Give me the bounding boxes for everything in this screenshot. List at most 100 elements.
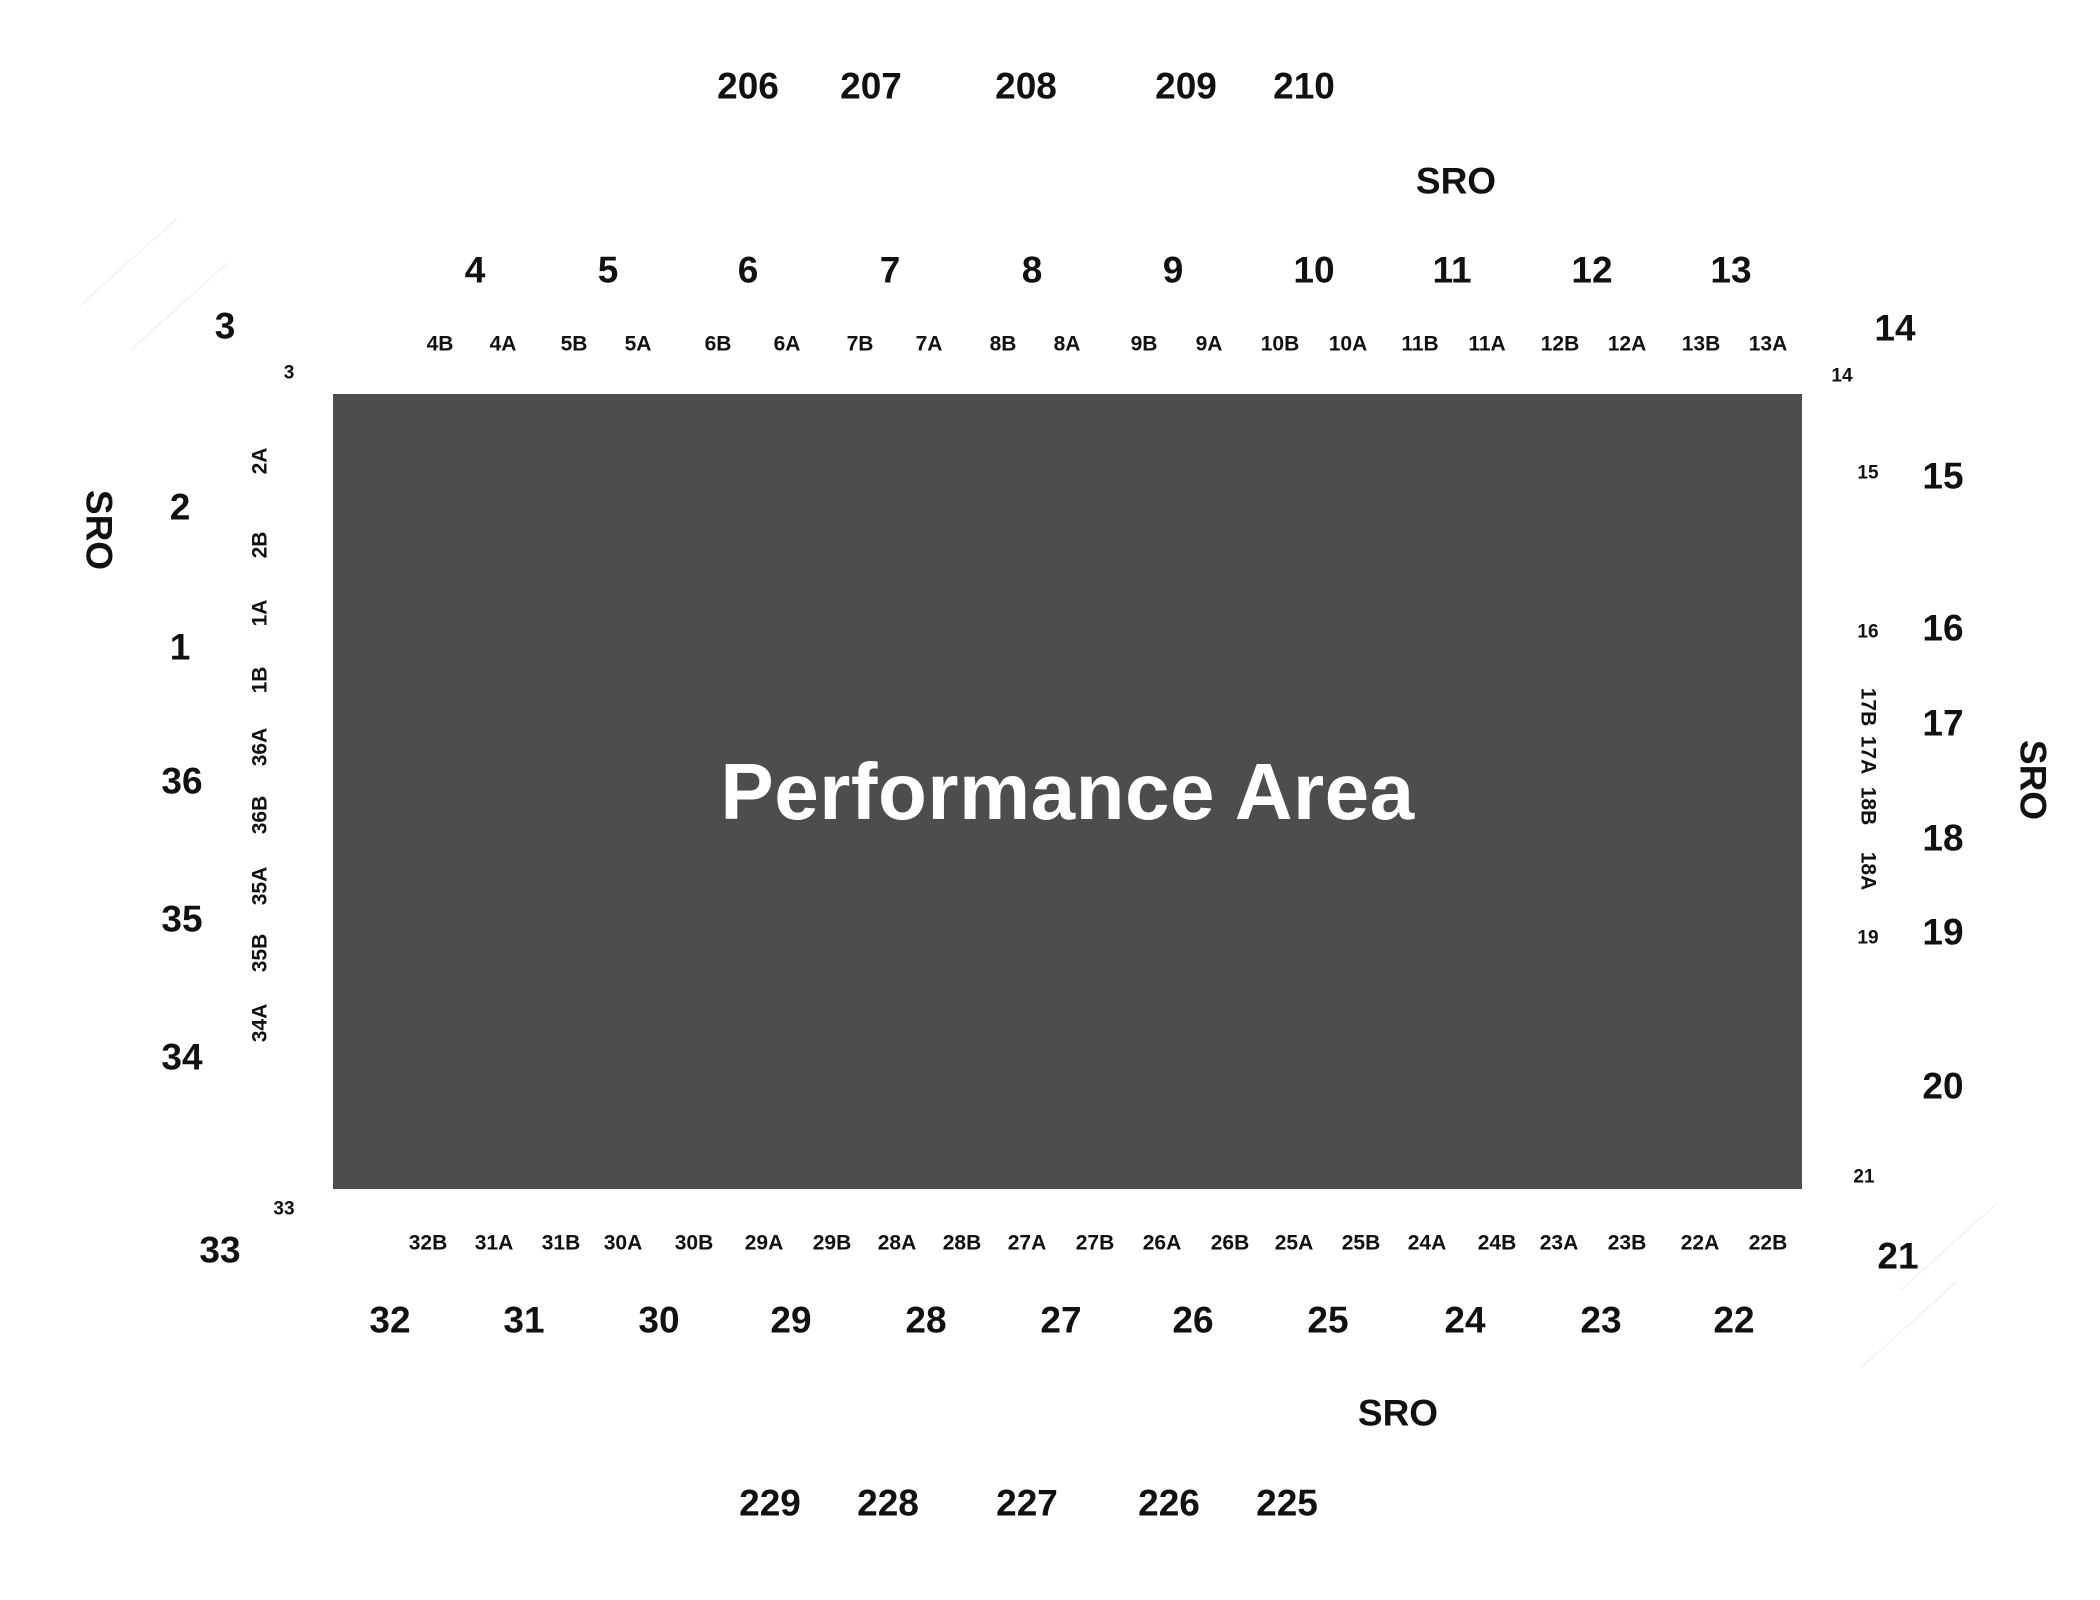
row-label-left[interactable]: 36B [248,795,272,835]
row-label-right[interactable]: 17A [1856,735,1880,775]
row-label-top[interactable]: 8B [989,332,1017,356]
section-top[interactable]: 9 [1162,249,1184,291]
upper-section-bottom[interactable]: 227 [996,1482,1058,1524]
row-label-left[interactable]: 35B [248,933,272,973]
row-corner-top-right[interactable]: 14 [1831,365,1853,387]
row-label-top[interactable]: 4B [426,332,454,356]
section-bottom[interactable]: 30 [638,1299,680,1341]
upper-section-top[interactable]: 206 [717,65,779,107]
row-label-right[interactable]: 16 [1857,621,1879,643]
row-label-left[interactable]: 2B [248,531,272,559]
section-bottom[interactable]: 25 [1307,1299,1349,1341]
row-label-bottom[interactable]: 24A [1407,1231,1447,1255]
section-right[interactable]: 17 [1922,702,1964,744]
row-label-top[interactable]: 6B [704,332,732,356]
section-top[interactable]: 6 [737,249,759,291]
row-label-bottom[interactable]: 22B [1748,1231,1788,1255]
row-corner-top-left[interactable]: 3 [283,362,295,384]
row-label-top[interactable]: 13B [1681,332,1721,356]
section-bottom[interactable]: 24 [1444,1299,1486,1341]
row-label-bottom[interactable]: 27B [1075,1231,1115,1255]
row-label-bottom[interactable]: 22A [1680,1231,1720,1255]
section-bottom[interactable]: 28 [905,1299,947,1341]
row-label-left[interactable]: 35A [248,866,272,906]
row-label-left[interactable]: 36A [248,727,272,767]
section-bottom[interactable]: 31 [503,1299,545,1341]
row-label-bottom[interactable]: 29B [812,1231,852,1255]
section-left[interactable]: 35 [161,898,203,940]
row-label-bottom[interactable]: 28A [877,1231,917,1255]
row-label-top[interactable]: 6A [773,332,801,356]
section-corner-top-left[interactable]: 3 [214,305,236,347]
section-top[interactable]: 4 [464,249,486,291]
section-corner-bottom-right[interactable]: 21 [1877,1235,1919,1277]
row-label-right[interactable]: 17B [1856,687,1880,727]
row-label-top[interactable]: 12A [1607,332,1647,356]
row-label-bottom[interactable]: 25A [1274,1231,1314,1255]
row-label-bottom[interactable]: 23A [1539,1231,1579,1255]
row-label-bottom[interactable]: 28B [942,1231,982,1255]
row-label-top[interactable]: 7B [846,332,874,356]
section-right[interactable]: 16 [1922,607,1964,649]
row-label-bottom[interactable]: 27A [1007,1231,1047,1255]
upper-section-top[interactable]: 209 [1155,65,1217,107]
row-label-top[interactable]: 4A [489,332,517,356]
row-label-left[interactable]: 34A [248,1003,272,1043]
section-right[interactable]: 18 [1922,817,1964,859]
section-left[interactable]: 34 [161,1036,203,1078]
section-top[interactable]: 11 [1432,249,1472,291]
section-top[interactable]: 13 [1710,249,1752,291]
upper-section-top[interactable]: 210 [1273,65,1335,107]
section-bottom[interactable]: 32 [369,1299,411,1341]
row-label-top[interactable]: 13A [1748,332,1788,356]
row-label-top[interactable]: 7A [915,332,943,356]
section-top[interactable]: 12 [1571,249,1613,291]
row-label-top[interactable]: 5B [560,332,588,356]
row-label-bottom[interactable]: 30A [603,1231,643,1255]
section-bottom[interactable]: 29 [770,1299,812,1341]
section-top[interactable]: 10 [1293,249,1335,291]
row-label-left[interactable]: 1B [248,666,272,694]
row-label-top[interactable]: 12B [1540,332,1580,356]
section-bottom[interactable]: 27 [1040,1299,1082,1341]
row-label-top[interactable]: 8A [1053,332,1081,356]
row-label-bottom[interactable]: 31A [474,1231,514,1255]
section-left[interactable]: 1 [169,626,191,668]
upper-section-top[interactable]: 207 [840,65,902,107]
row-label-bottom[interactable]: 23B [1607,1231,1647,1255]
section-left[interactable]: 2 [169,486,191,528]
row-label-left[interactable]: 2A [248,447,272,475]
row-label-left[interactable]: 1A [248,599,272,627]
upper-section-bottom[interactable]: 226 [1138,1482,1200,1524]
section-corner-bottom-left[interactable]: 33 [199,1229,241,1271]
row-corner-bottom-left[interactable]: 33 [273,1198,295,1220]
section-left[interactable]: 36 [161,760,203,802]
row-label-right[interactable]: 15 [1857,462,1879,484]
section-bottom[interactable]: 22 [1713,1299,1755,1341]
upper-section-top[interactable]: 208 [995,65,1057,107]
row-label-top[interactable]: 9A [1195,332,1223,356]
row-label-top[interactable]: 11B [1401,332,1439,356]
row-label-right[interactable]: 18A [1856,851,1880,891]
row-label-top[interactable]: 11A [1468,332,1506,356]
section-top[interactable]: 8 [1021,249,1043,291]
row-label-bottom[interactable]: 24B [1477,1231,1517,1255]
row-label-right[interactable]: 19 [1857,927,1879,949]
row-label-right[interactable]: 18B [1856,786,1880,826]
row-label-top[interactable]: 9B [1130,332,1158,356]
upper-section-bottom[interactable]: 229 [739,1482,801,1524]
row-corner-bottom-right[interactable]: 21 [1853,1166,1875,1188]
row-label-top[interactable]: 5A [624,332,652,356]
row-label-top[interactable]: 10B [1260,332,1300,356]
row-label-bottom[interactable]: 31B [541,1231,581,1255]
section-bottom[interactable]: 26 [1172,1299,1214,1341]
section-top[interactable]: 7 [879,249,901,291]
section-right[interactable]: 20 [1922,1065,1964,1107]
row-label-bottom[interactable]: 32B [408,1231,448,1255]
section-top[interactable]: 5 [597,249,619,291]
row-label-top[interactable]: 10A [1328,332,1368,356]
row-label-bottom[interactable]: 26B [1210,1231,1250,1255]
upper-section-bottom[interactable]: 225 [1256,1482,1318,1524]
section-right[interactable]: 19 [1922,911,1964,953]
section-right[interactable]: 15 [1922,455,1964,497]
